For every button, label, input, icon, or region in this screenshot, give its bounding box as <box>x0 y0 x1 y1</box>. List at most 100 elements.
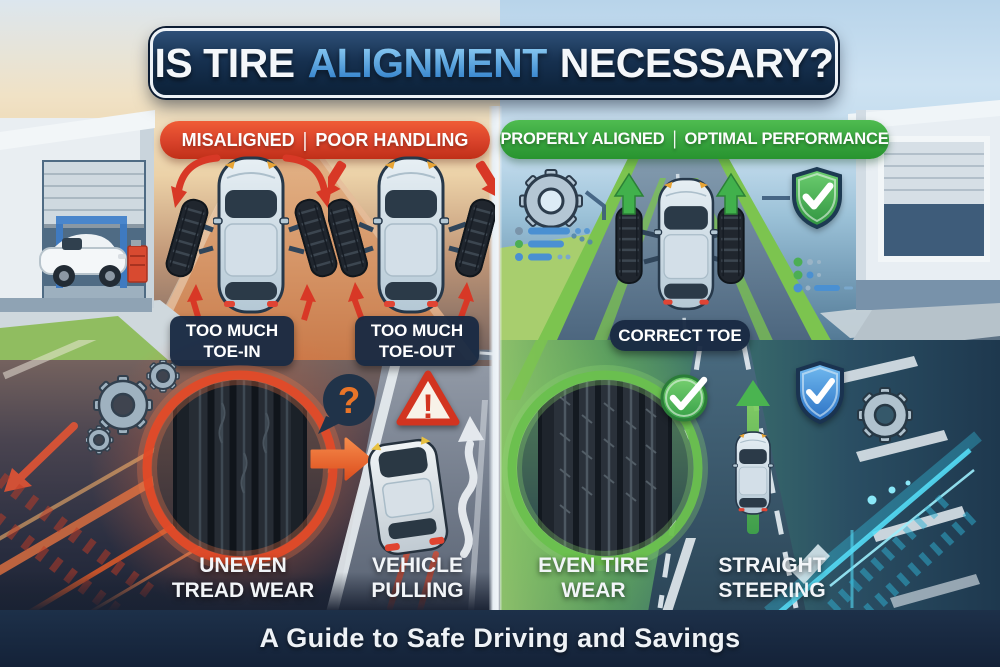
caption-line1: EVEN TIRE <box>538 554 649 577</box>
car-body-top-view <box>213 156 289 314</box>
straight-arrow-red-right <box>475 160 495 200</box>
header-misaligned: MISALIGNED | POOR HANDLING <box>160 121 490 159</box>
footer-band: A Guide to Safe Driving and Savings <box>0 610 1000 667</box>
badge-too-much-toe-out: TOO MUCH TOE-OUT <box>355 316 479 366</box>
car-body-top-view <box>731 431 775 515</box>
footer-tagline: A Guide to Safe Driving and Savings <box>259 623 741 653</box>
good-tire-illustration <box>502 365 708 571</box>
gear-icon <box>86 425 114 455</box>
lane-line-white <box>326 366 400 612</box>
checkmark <box>802 182 834 210</box>
header-misaligned-label2: POOR HANDLING <box>315 129 469 150</box>
lane-line-white <box>662 538 696 612</box>
green-up-arrow-icon <box>613 172 645 215</box>
badge-line1: TOO MUCH <box>370 321 464 340</box>
gear-icon <box>857 387 913 443</box>
caption-line2: STEERING <box>718 579 826 602</box>
wavy-arrow-icon <box>458 416 484 558</box>
right-arrow-orange-icon <box>310 437 372 481</box>
front-wheel-right <box>452 195 495 281</box>
garage-car <box>39 234 127 287</box>
toolbox <box>127 240 148 283</box>
warning-triangle-icon: ! <box>396 370 460 426</box>
tire <box>173 380 307 556</box>
badge-correct-toe: CORRECT TOE <box>610 320 750 351</box>
header-aligned: PROPERLY ALIGNED | OPTIMAL PERFORMANCE <box>500 120 889 159</box>
badge-line1: TOO MUCH <box>185 321 279 340</box>
badge-line2: TOE-OUT <box>378 342 456 361</box>
front-wheel-left <box>614 206 644 284</box>
garage-right <box>848 100 1000 310</box>
tread-ribs <box>198 380 289 556</box>
gear-icon <box>93 375 153 435</box>
decor-line <box>584 190 606 220</box>
caption-line2: TREAD WEAR <box>171 579 315 602</box>
checkmark <box>669 376 708 411</box>
vehicle-pulling-illustration <box>368 416 484 558</box>
wear-squiggles <box>218 402 270 494</box>
car-body-top-view <box>373 156 449 314</box>
front-wheel-left <box>328 195 371 281</box>
curved-arrow-red-left <box>171 154 221 208</box>
caption-line2: PULLING <box>371 579 464 602</box>
tread-grooves <box>207 380 281 556</box>
caption-even-tire-wear: EVEN TIRE WEAR <box>516 553 671 603</box>
car-toe-in-illustration <box>163 154 340 321</box>
caption-uneven-tread-wear: UNEVEN TREAD WEAR <box>148 553 338 603</box>
caption-line2: WEAR <box>561 579 626 602</box>
header-aligned-label1: PROPERLY ALIGNED <box>500 130 665 148</box>
caption-vehicle-pulling: VEHICLE PULLING <box>350 553 485 603</box>
checklist-icon <box>515 227 590 261</box>
front-wheel-right <box>716 206 746 284</box>
title-highlight: ALIGNMENT <box>307 39 548 86</box>
tire <box>538 380 672 556</box>
caption-line1: STRAIGHT <box>718 554 826 577</box>
cyan-streaks <box>764 431 982 612</box>
header-misaligned-label1: MISALIGNED <box>181 129 295 150</box>
straight-arrow-red-left <box>328 160 347 200</box>
car-rear-view <box>368 436 449 556</box>
badge-too-much-toe-in: TOO MUCH TOE-IN <box>170 316 294 366</box>
worn-tire-illustration <box>137 365 343 571</box>
check-circle-icon <box>660 374 708 422</box>
tread-grooves <box>573 380 645 556</box>
tread-sipes <box>559 396 657 514</box>
header-separator: | <box>302 127 308 151</box>
small-arrow-red-left <box>187 284 203 321</box>
green-up-arrow-icon <box>715 172 747 215</box>
caption-line1: VEHICLE <box>371 554 463 577</box>
panel-divider <box>489 106 502 612</box>
caption-line1: UNEVEN <box>199 554 287 577</box>
small-arrow-red-right <box>300 284 316 321</box>
question-mark: ? <box>338 380 361 421</box>
car-body-top-view <box>654 177 718 311</box>
roller-door <box>44 162 144 226</box>
small-arrow-red-left <box>348 282 365 322</box>
question-bubble-icon: ? <box>318 374 375 434</box>
roller-door <box>884 142 984 204</box>
grass-left <box>0 316 168 360</box>
tire-tracks-cyan <box>827 490 977 612</box>
shield-check-green-icon <box>792 166 842 230</box>
header-separator: | <box>672 128 677 150</box>
car-aligned-illustration <box>613 172 747 311</box>
red-arrow-streak <box>4 422 78 492</box>
title-part2: NECESSARY? <box>559 39 834 86</box>
gear-icon <box>146 360 180 393</box>
exclamation-mark: ! <box>422 388 433 426</box>
small-arrow-red-right <box>457 282 474 322</box>
front-wheel-left <box>163 195 212 281</box>
checklist-icon <box>793 257 853 293</box>
garage-left <box>0 110 155 312</box>
badge-label: CORRECT TOE <box>618 326 742 345</box>
header-aligned-label2: OPTIMAL PERFORMANCE <box>684 130 889 148</box>
decor-dots <box>571 233 593 245</box>
title-part1: IS TIRE <box>154 39 296 86</box>
title-banner: IS TIRE ALIGNMENT NECESSARY? <box>150 28 838 98</box>
shield-check-blue-icon <box>796 360 844 425</box>
car-toe-out-illustration <box>328 156 495 322</box>
gear-icon <box>519 169 583 233</box>
badge-line2: TOE-IN <box>203 342 261 361</box>
green-ring <box>507 370 703 566</box>
